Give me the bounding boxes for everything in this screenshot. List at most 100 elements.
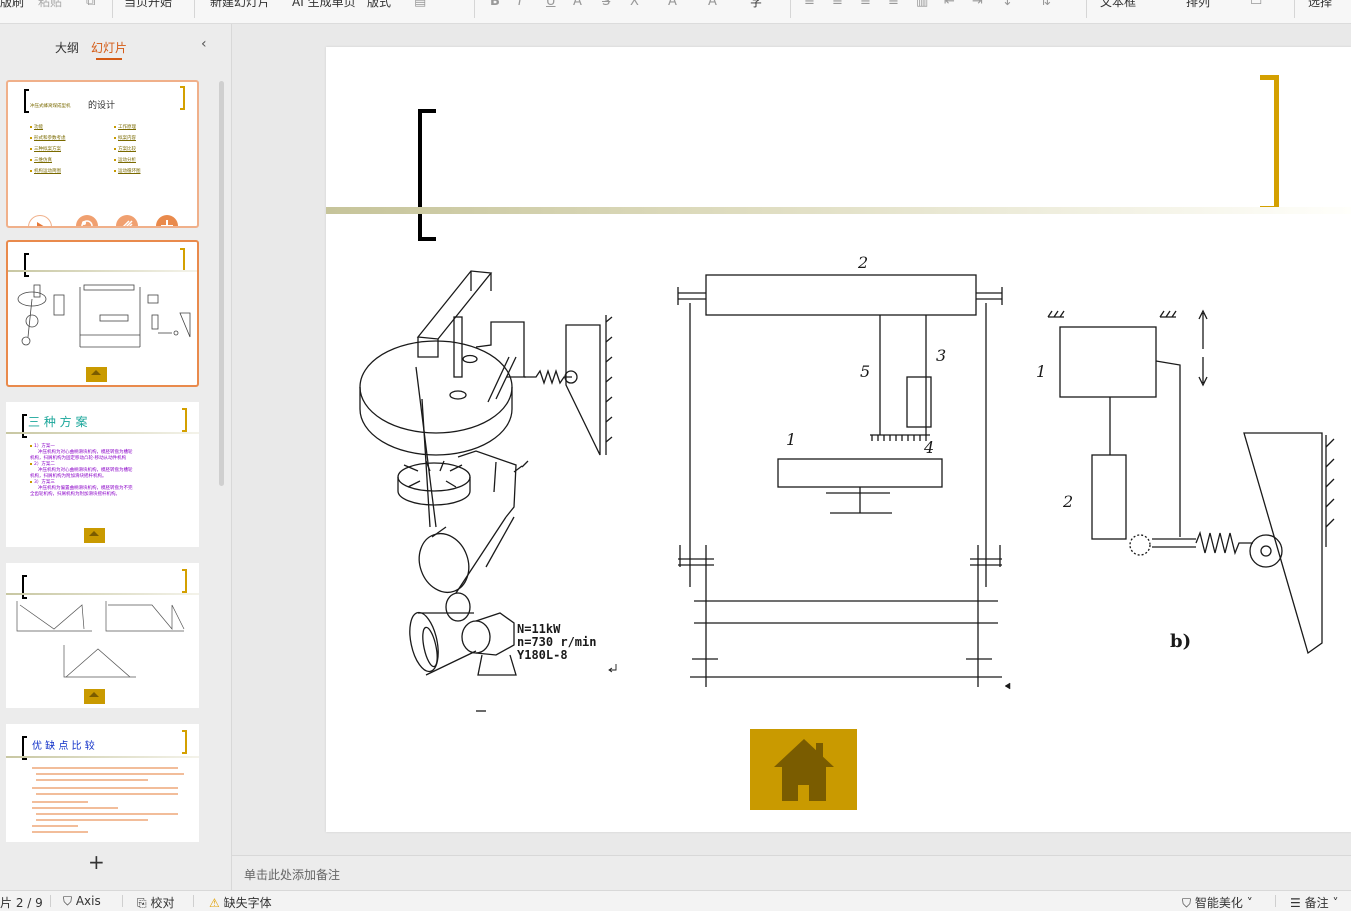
- home-icon: [84, 689, 105, 704]
- part-label: 1: [786, 430, 796, 449]
- beautify-icon: ⛉: [1182, 896, 1192, 910]
- slide-thumbnail-3[interactable]: 三 种 方 案 1）方案一 冲压机构为对心曲柄滑块机构，模胚转盘为槽轮 机构，扫…: [6, 402, 199, 547]
- thumb-body-lines: [32, 767, 184, 833]
- highlight-icon[interactable]: A: [708, 0, 717, 9]
- indent-decrease-icon[interactable]: ⇤: [944, 0, 955, 9]
- notes-pane[interactable]: 单击此处添加备注: [232, 855, 1351, 891]
- strikethrough-icon[interactable]: S: [602, 0, 611, 9]
- part-label: 3: [936, 346, 946, 365]
- paste-options-icon[interactable]: ⧉: [86, 0, 96, 9]
- thumb-title-big: 的设计: [88, 101, 116, 111]
- shape-fill-icon[interactable]: ▭: [1250, 0, 1263, 9]
- motor-speed-text: n=730 r/min: [517, 635, 596, 649]
- underline-icon[interactable]: U: [546, 0, 556, 9]
- theme-icon: ⛉: [63, 894, 73, 908]
- divider: [1086, 0, 1087, 18]
- format-painter-button[interactable]: 版刷: [0, 0, 25, 9]
- textbox-button[interactable]: 文本框: [1100, 0, 1137, 9]
- slide-thumbnail-5[interactable]: 优 缺 点 比 较: [6, 724, 199, 842]
- arrange-button[interactable]: 排列: [1186, 0, 1211, 9]
- home-button[interactable]: [750, 729, 857, 810]
- play-slide-button[interactable]: [28, 215, 52, 226]
- tab-outline[interactable]: 大纲: [55, 41, 80, 55]
- mechanism-drawing: 2 5 3 1 4 1 2 N=11kW n=730 r/min Y180L-8…: [359, 253, 1335, 712]
- add-after-icon[interactable]: [156, 215, 178, 226]
- slide-2[interactable]: 2 5 3 1 4 1 2 N=11kW n=730 r/min Y180L-8…: [326, 47, 1351, 832]
- notes-placeholder[interactable]: 单击此处添加备注: [244, 868, 341, 882]
- shadow-icon[interactable]: A: [573, 0, 582, 9]
- thumb-title: 三 种 方 案: [28, 415, 88, 429]
- bracket-left: [418, 109, 436, 241]
- transition-icon[interactable]: [116, 215, 138, 226]
- gradient-bar: [326, 207, 1351, 214]
- italic-icon[interactable]: I: [518, 0, 522, 9]
- ai-single-page-button[interactable]: AI 生成单页: [292, 0, 356, 9]
- bracket-right: [180, 248, 185, 272]
- divider: [193, 895, 194, 907]
- motor-power-text: N=11kW: [517, 622, 561, 636]
- collapse-panel-button[interactable]: ‹: [201, 36, 207, 52]
- panel-scrollbar[interactable]: [219, 81, 224, 486]
- thumb-links-right: 工作原理 拟案内容 方案比较 运动分析 运动循环图: [114, 125, 141, 175]
- layout-button[interactable]: 版式: [367, 0, 392, 9]
- slide-counter: 片 2 / 9: [0, 896, 43, 910]
- slide-thumbnail-1[interactable]: 冲压式蜂窝煤成型机 的设计 功能 形式和参数考虑 三种拟案方案 三维仿真 机构运…: [6, 80, 199, 228]
- part-label: 1: [1036, 362, 1046, 381]
- part-label: 2: [1062, 492, 1073, 511]
- new-slide-button[interactable]: 新建幻灯片: [210, 0, 271, 9]
- indent-increase-icon[interactable]: ⇥: [972, 0, 983, 9]
- chevron-down-icon: ˅: [1246, 896, 1253, 910]
- gradient-bar: [8, 270, 197, 272]
- section-icon[interactable]: ▤: [414, 0, 427, 9]
- animation-icon[interactable]: [76, 215, 98, 226]
- home-icon: [84, 528, 105, 543]
- bracket-left: [22, 575, 27, 599]
- bracket-left: [22, 736, 27, 760]
- missing-font-button[interactable]: ⚠ 缺失字体: [209, 896, 272, 910]
- bracket-right: [180, 86, 185, 110]
- proofread-icon: ⎘: [137, 896, 147, 910]
- gradient-bar: [6, 432, 199, 434]
- slide-canvas: 2 5 3 1 4 1 2 N=11kW n=730 r/min Y180L-8…: [232, 24, 1351, 854]
- bold-icon[interactable]: B: [490, 0, 500, 9]
- text-direction-icon[interactable]: ⇅: [1040, 0, 1051, 9]
- home-icon: [86, 367, 107, 382]
- divider: [194, 0, 195, 18]
- char-spacing-button[interactable]: 字: [750, 0, 763, 9]
- add-slide-button[interactable]: +: [88, 850, 105, 874]
- columns-icon[interactable]: ▥: [916, 0, 929, 9]
- paste-button[interactable]: 粘贴: [38, 0, 63, 9]
- align-left-icon[interactable]: ≡: [804, 0, 815, 9]
- divider: [790, 0, 791, 18]
- font-color-icon[interactable]: A: [668, 0, 677, 9]
- theme-button[interactable]: ⛉ Axis: [63, 894, 101, 908]
- divider: [474, 0, 475, 18]
- slide-thumbnail-2[interactable]: [6, 240, 199, 387]
- justify-icon[interactable]: ≡: [888, 0, 899, 9]
- notes-toggle-button[interactable]: ☰ 备注 ˅: [1290, 896, 1339, 910]
- part-label: 4: [923, 438, 934, 457]
- gradient-bar: [6, 593, 199, 595]
- bracket-left: [24, 253, 29, 277]
- proofread-button[interactable]: ⎘ 校对: [137, 896, 175, 910]
- align-center-icon[interactable]: ≡: [832, 0, 843, 9]
- clear-format-icon[interactable]: X: [630, 0, 639, 9]
- align-right-icon[interactable]: ≡: [860, 0, 871, 9]
- home-icon: [774, 739, 834, 801]
- divider: [50, 895, 51, 907]
- part-label: 5: [860, 362, 870, 381]
- ribbon-toolbar: 版刷 粘贴 ⧉ 当页开始 新建幻灯片 AI 生成单页 版式 ▤ B I U A …: [0, 0, 1351, 24]
- line-spacing-icon[interactable]: ↕: [1002, 0, 1013, 9]
- divider: [112, 0, 113, 18]
- slide-thumbnail-4[interactable]: [6, 563, 199, 708]
- smart-beautify-button[interactable]: ⛉ 智能美化 ˅: [1182, 896, 1253, 910]
- chevron-down-icon: ˅: [1332, 896, 1339, 910]
- thumb-title-small: 冲压式蜂窝煤成型机: [30, 104, 71, 109]
- tab-slides[interactable]: 幻灯片: [91, 41, 128, 55]
- from-current-slide-button[interactable]: 当页开始: [124, 0, 173, 9]
- select-button[interactable]: 选择: [1308, 0, 1333, 9]
- bracket-right: [182, 569, 187, 593]
- gradient-bar: [6, 756, 199, 758]
- thumb-title: 优 缺 点 比 较: [32, 741, 95, 752]
- bracket-left: [24, 89, 29, 113]
